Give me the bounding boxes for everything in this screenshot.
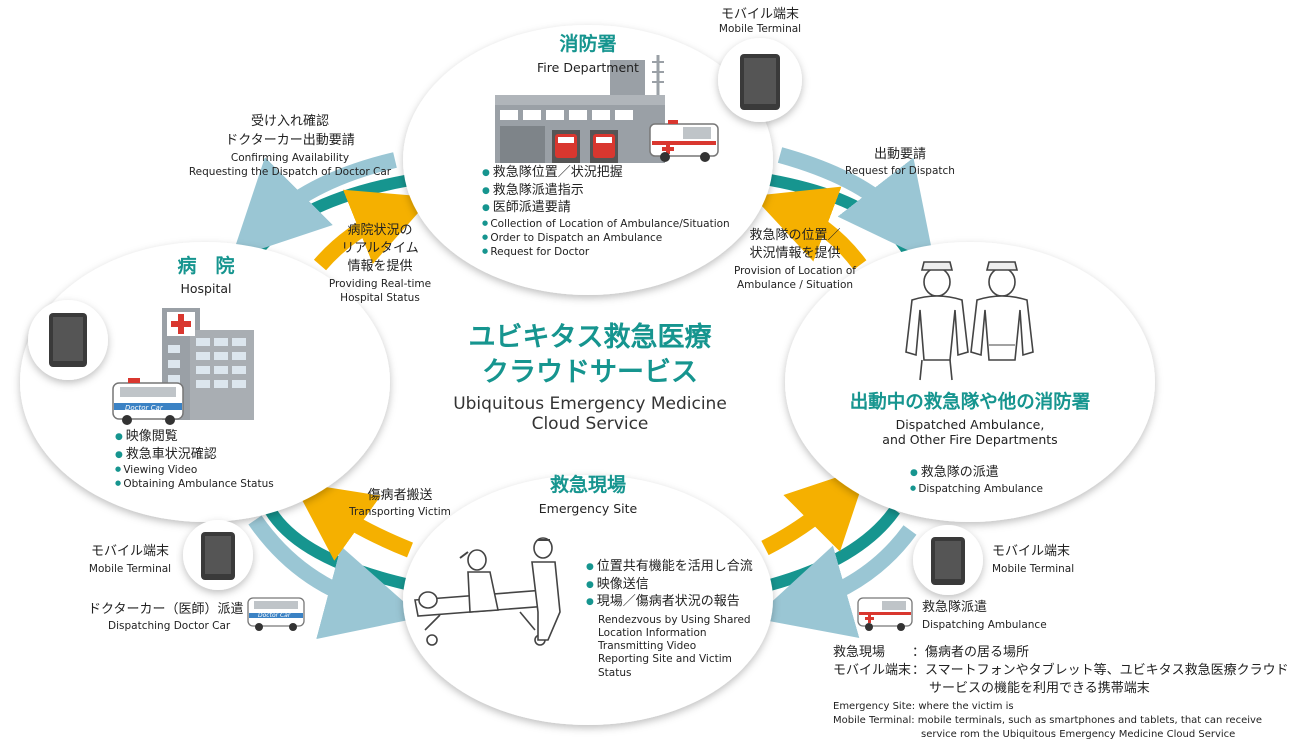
orange-arrows	[292, 186, 869, 561]
legend-mobile-en1: Mobile Terminal: mobile terminals, such …	[833, 715, 1263, 726]
list-item: Viewing Video	[115, 463, 274, 477]
list-item: 救急車状況確認	[115, 446, 274, 464]
list-item: 救急隊の派遣	[910, 464, 1043, 482]
blue-arrows	[231, 147, 935, 639]
tablet-right-illustration	[913, 525, 983, 595]
confirm-jp1: 受け入れ確認	[250, 114, 329, 129]
hospital-subtitle: Hospital	[180, 281, 232, 296]
transport-jp: 傷病者搬送	[367, 488, 433, 503]
site-list: 位置共有機能を活用し合流 映像送信 現場／傷病者状況の報告	[586, 558, 753, 611]
legend-site-term: 救急現場	[833, 645, 886, 660]
doctor-car-left-illustration	[247, 597, 305, 631]
transport-en: Transporting Victim	[349, 506, 451, 518]
dispatched-title: 出動中の救急隊や他の消防署	[849, 392, 1091, 413]
list-item: Dispatching Ambulance	[910, 482, 1043, 496]
confirm-jp2: ドクターカー出動要請	[225, 133, 355, 148]
center-en-line2: Cloud Service	[531, 414, 649, 434]
dispatched-ellipse	[785, 242, 1155, 522]
hospital-doctor-car-text: Doctor Car	[125, 404, 163, 412]
dispatched-subtitle-line2: and Other Fire Departments	[882, 432, 1058, 447]
list-item: 医師派遣要請	[482, 199, 730, 217]
list-item: Collection of Location of Ambulance/Situ…	[482, 217, 729, 231]
location-en1: Provision of Location of	[734, 265, 856, 277]
list-item: Request for Doctor	[482, 245, 730, 259]
center-en-line1: Ubiquitous Emergency Medicine	[453, 394, 727, 414]
dispatched-subtitle-line1: Dispatched Ambulance,	[895, 417, 1045, 432]
legend-mobile-def2: サービスの機能を利用できる携帯端末	[929, 681, 1150, 696]
list-item: 救急隊位置／状況把握	[482, 164, 730, 182]
mobile-right-jp: モバイル端末	[992, 544, 1071, 559]
mobile-right-en: Mobile Terminal	[992, 563, 1075, 575]
confirm-en2: Requesting the Dispatch of Doctor Car	[188, 166, 392, 178]
center-title-line2: クラウドサービス	[482, 357, 698, 388]
mobile-top-jp: モバイル端末	[720, 7, 799, 22]
legend-mobile-en2: service rom the Ubiquitous Emergency Med…	[921, 729, 1236, 740]
confirm-en1: Confirming Availability	[230, 152, 350, 164]
legend-mobile-term: モバイル端末	[833, 663, 912, 678]
list-item: 現場／傷病者状況の報告	[586, 593, 753, 611]
list-item: Rendezvous by Using Shared	[598, 614, 751, 626]
realtime-en1: Providing Real-time	[328, 278, 432, 290]
doctor-car-left-jp: ドクターカー（医師）派遣	[88, 602, 244, 617]
dispatch-req-jp: 出動要請	[873, 147, 926, 162]
list-item: 救急隊派遣指示	[482, 182, 730, 200]
realtime-jp2: リアルタイム	[341, 241, 419, 256]
site-title: 救急現場	[549, 474, 626, 496]
list-item: Order to Dispatch an Ambulance	[482, 231, 730, 245]
list-item: Location Information	[598, 627, 707, 640]
hospital-list: 映像閲覧 救急車状況確認 Viewing Video Obtaining Amb…	[115, 428, 274, 491]
list-item: Reporting Site and Victim	[598, 653, 732, 666]
ambulance-right-en: Dispatching Ambulance	[922, 619, 1047, 631]
fire-dept-title: 消防署	[559, 33, 617, 55]
left-doctor-car-text: Doctor Car	[258, 612, 291, 619]
list-item: Transmitting Video	[598, 640, 697, 653]
mobile-left-en: Mobile Terminal	[88, 563, 172, 575]
hospital-title: 病 院	[177, 255, 235, 277]
fire-dept-subtitle: Fire Department	[537, 60, 639, 75]
legend-site-en: Emergency Site: where the victim is	[833, 701, 1014, 712]
dispatched-list: 救急隊の派遣 Dispatching Ambulance	[910, 464, 1043, 496]
list-item: Status	[598, 666, 632, 679]
mobile-top-en: Mobile Terminal	[718, 23, 802, 35]
realtime-jp3: 情報を提供	[347, 259, 413, 274]
mobile-left-jp: モバイル端末	[90, 544, 169, 559]
site-subtitle: Emergency Site	[538, 501, 638, 516]
tablet-hospital-illustration	[28, 300, 108, 380]
realtime-jp1: 病院状況の	[347, 223, 413, 238]
site-en-list: Rendezvous by Using Shared Location Info…	[588, 614, 751, 680]
ambulance-right-jp: 救急隊派遣	[922, 600, 988, 615]
location-jp1: 救急隊の位置／	[749, 228, 841, 243]
emergency-site-illustration	[414, 537, 561, 646]
dispatch-req-en: Request for Dispatch	[845, 165, 955, 177]
firefighters-illustration	[905, 261, 1034, 381]
legend-mobile-def1: ：スマートフォンやタブレット等、ユビキタス救急医療クラウド	[912, 663, 1289, 678]
fire-dept-list: 救急隊位置／状況把握 救急隊派遣指示 医師派遣要請 Collection of …	[482, 164, 730, 259]
ambulance-right-illustration	[857, 597, 913, 631]
hospital-illustration	[112, 308, 254, 425]
doctor-car-left-en: Dispatching Doctor Car	[108, 620, 231, 632]
tablet-left-illustration	[183, 520, 253, 590]
location-en2: Ambulance / Situation	[736, 279, 854, 291]
list-item: 映像閲覧	[115, 428, 274, 446]
fire-station-illustration	[495, 55, 719, 163]
list-item: Obtaining Ambulance Status	[115, 477, 273, 491]
realtime-en2: Hospital Status	[340, 292, 420, 304]
center-title-line1: ユビキタス救急医療	[468, 322, 712, 353]
list-item: 映像送信	[586, 576, 753, 594]
legend-site-def: ：傷病者の居る場所	[912, 645, 1030, 660]
location-jp2: 状況情報を提供	[749, 246, 841, 261]
tablet-top-illustration	[718, 38, 802, 122]
list-item: 位置共有機能を活用し合流	[586, 558, 753, 576]
